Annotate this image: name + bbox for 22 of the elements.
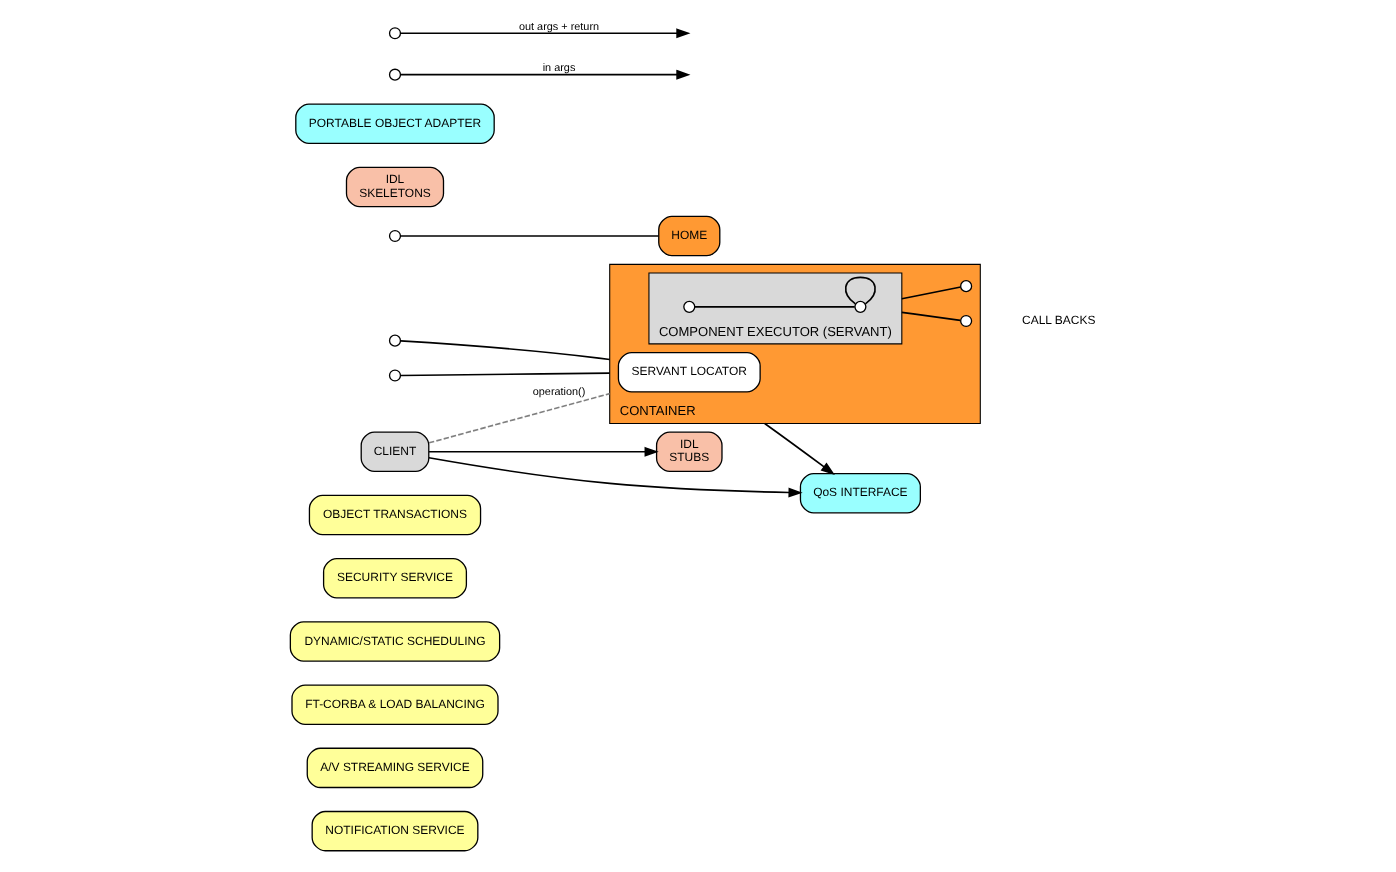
- arrow: [763, 422, 835, 475]
- node-circle: [960, 314, 973, 328]
- arrow: [428, 446, 659, 457]
- arrow: [399, 28, 691, 39]
- connector: [901, 286, 962, 300]
- connector: [694, 306, 856, 308]
- arrow: [399, 69, 691, 80]
- connector: [844, 276, 876, 305]
- node-circle: [960, 280, 973, 293]
- connector: [901, 311, 962, 322]
- arrow: [428, 456, 803, 498]
- node-circle: [388, 334, 402, 347]
- node-circle: [854, 300, 867, 313]
- connector: [399, 340, 611, 361]
- connector: [399, 235, 660, 237]
- node-circle: [388, 229, 402, 243]
- node-circle: [388, 68, 402, 81]
- node-circle: [683, 300, 696, 313]
- node-circle: [388, 369, 402, 382]
- connector: [428, 392, 611, 444]
- node-circle: [388, 27, 402, 40]
- connector: [399, 372, 611, 377]
